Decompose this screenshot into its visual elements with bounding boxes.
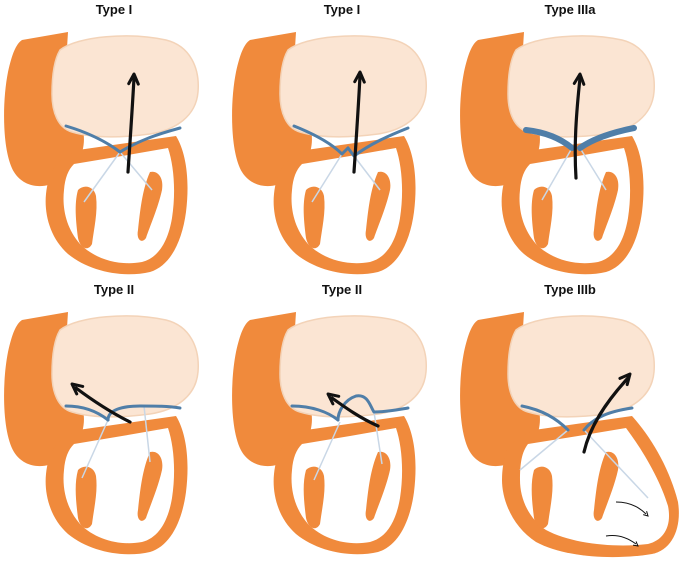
mitral-leaflet: [64, 404, 110, 422]
left-atrium: [507, 35, 655, 138]
papillary-muscle: [593, 171, 619, 241]
papillary-muscle: [365, 451, 391, 521]
papillary-muscle: [137, 451, 163, 521]
panel-type-iiib: Type IIIb: [456, 280, 684, 560]
heart-diagram: [232, 312, 427, 555]
chordae-tendineae: [583, 429, 649, 499]
left-atrium: [51, 315, 199, 418]
panel-title: Type II: [321, 282, 363, 297]
papillary-muscle: [75, 466, 97, 529]
regurgitation-jet-arrow: [573, 76, 582, 180]
chordae-tendineae: [353, 155, 381, 191]
papillary-muscle: [75, 186, 97, 249]
papillary-muscle: [593, 451, 619, 521]
regurgitation-jet-arrow: [74, 386, 132, 424]
mitral-leaflet: [118, 126, 182, 154]
arrow-head-icon: [353, 70, 366, 84]
regurgitation-jet-arrow: [126, 76, 136, 174]
heart-diagram: [232, 32, 427, 275]
mitral-leaflet: [290, 404, 340, 422]
mitral-leaflet: [582, 406, 634, 432]
regurgitation-jet-arrow: [582, 376, 630, 454]
heart-diagram: [460, 312, 679, 558]
panel-title: Type I: [95, 2, 133, 17]
chordae-tendineae: [373, 411, 383, 465]
panel-type-i-a: Type I: [0, 0, 228, 280]
chordae-tendineae: [519, 429, 569, 471]
panel-title: Type IIIb: [544, 282, 596, 297]
arrow-head-icon: [643, 511, 649, 517]
chordae-tendineae: [119, 151, 153, 191]
panel-type-iiia: Type IIIa: [456, 0, 684, 280]
papillary-muscle: [531, 186, 553, 249]
arrow-head-icon: [618, 372, 632, 387]
papillary-muscle: [137, 171, 163, 241]
chordae-tendineae: [541, 147, 573, 201]
heart-diagram: [460, 32, 655, 275]
mitral-leaflet: [523, 127, 575, 151]
regurgitation-jet-arrow: [330, 396, 380, 428]
papillary-muscle: [303, 186, 325, 249]
left-atrium: [279, 35, 427, 138]
mitral-leaflet: [520, 404, 570, 432]
chordae-tendineae: [313, 421, 341, 481]
arrow-head-icon: [70, 382, 85, 396]
ventricle-cavity: [520, 428, 670, 546]
panel-type-ii-a: Type II: [0, 280, 228, 560]
chordae-tendineae: [83, 151, 121, 203]
left-atrium: [507, 315, 655, 418]
arrow-head-icon: [572, 72, 586, 86]
panel-type-i-b: Type I: [228, 0, 456, 280]
arrow-head-icon: [632, 541, 639, 547]
chordae-tendineae: [81, 419, 109, 479]
arrow-head-icon: [326, 392, 341, 406]
regurgitation-jet-arrow: [352, 74, 362, 174]
papillary-muscle: [531, 466, 553, 529]
papillary-muscle: [365, 171, 391, 241]
chordae-tendineae: [311, 153, 343, 203]
chordae-tendineae: [579, 147, 607, 191]
left-atrium: [51, 35, 199, 138]
panel-type-ii-b: Type II: [228, 280, 456, 560]
panel-title: Type I: [323, 2, 361, 17]
heart-diagram: [4, 312, 199, 555]
wall-motion-arrow: [605, 535, 637, 545]
mitral-leaflet: [64, 124, 122, 154]
heart-diagram: [4, 32, 199, 275]
mitral-leaflet: [577, 125, 637, 151]
papillary-muscle: [303, 466, 325, 529]
wall-motion-arrow: [615, 501, 647, 515]
mitral-leaflet: [292, 124, 350, 156]
panel-title: Type IIIa: [544, 2, 596, 17]
left-atrium: [279, 315, 427, 418]
arrow-head-icon: [127, 72, 140, 86]
panel-title: Type II: [93, 282, 135, 297]
chordae-tendineae: [143, 405, 151, 463]
